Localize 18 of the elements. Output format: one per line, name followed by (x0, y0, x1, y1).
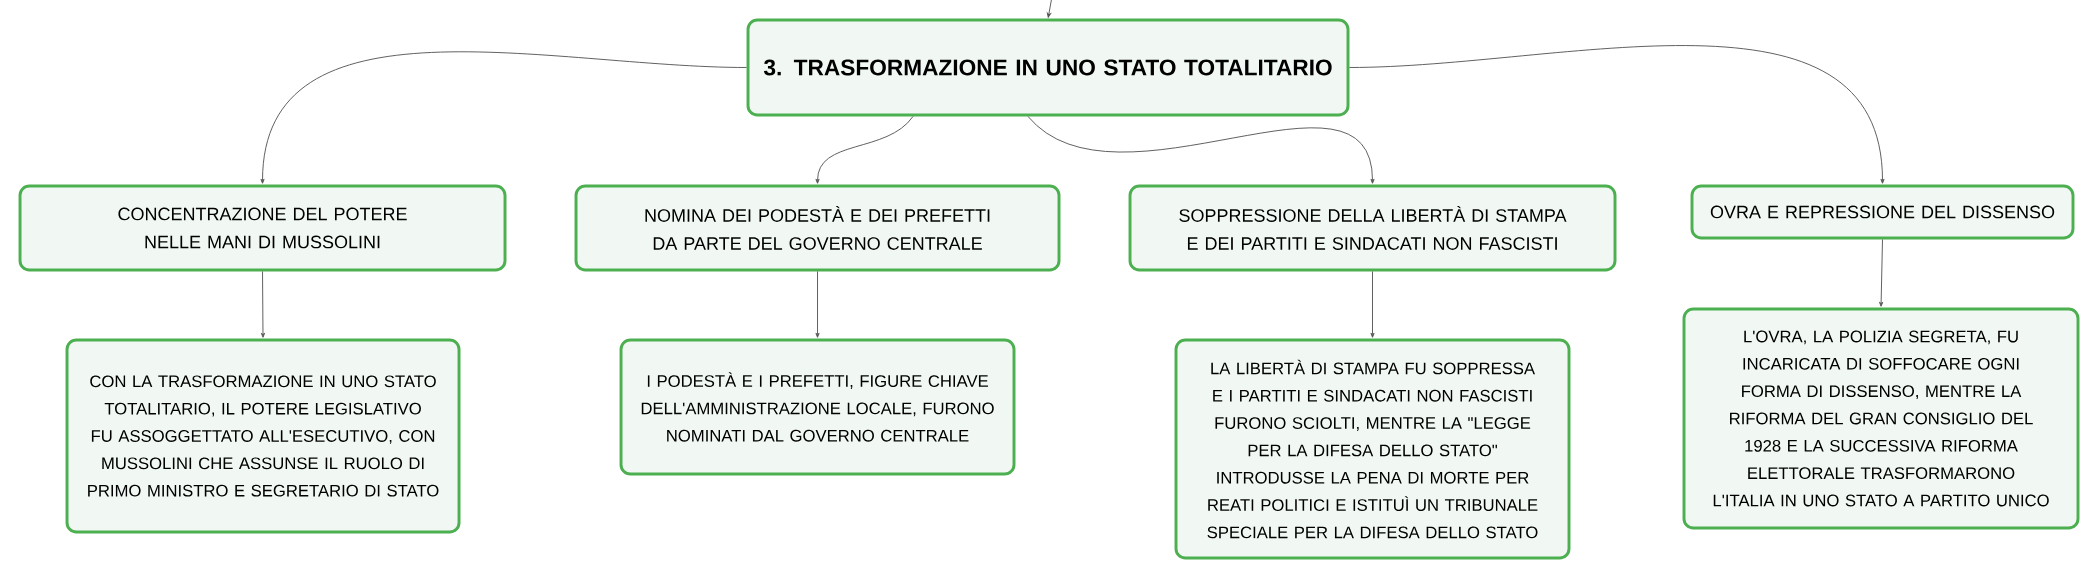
subtopic-box: NOMINA DEI PODESTÀ E DEI PREFETTI DA PARTE DEL GOVERNO CENTRALE (574, 184, 1061, 272)
arrow (815, 116, 914, 184)
arrow (260, 51, 747, 184)
arrow (1027, 116, 1375, 184)
detail-box: LA LIBERTÀ DI STAMPA FU SOPPRESSA E I PARTITI E SINDACATI NON FASCISTI FURONO SCIOLTI, MENTRE LA "LEGGE PER LA DIFESA DELLO STATO" INTRODUSSE LA PENA DI MORTE PER REATI POLITICI E ISTITUÌ UN TRIBUNALE SPECIALE PER LA DIFESA DELLO STATO (1174, 338, 1571, 560)
detail-box: CON LA TRASFORMAZIONE IN UNO STATO TOTALITARIO, IL POTERE LEGISLATIVO FU ASSOGGETTATO ALL'ESECUTIVO, CON MUSSOLINI CHE ASSUNSE IL RUOLO DI PRIMO MINISTRO E SEGRETARIO DI STATO (65, 338, 461, 534)
subtopic-box: CONCENTRAZIONE DEL POTERE NELLE MANI DI MUSSOLINI (18, 184, 507, 272)
arrow (815, 271, 820, 338)
subtopic-box: OVRA E REPRESSIONE DEL DISSENSO (1690, 184, 2075, 240)
arrow (1370, 271, 1375, 338)
detail-box: I PODESTÀ E I PREFETTI, FIGURE CHIAVE DELL'AMMINISTRAZIONE LOCALE, FURONO NOMINATI DAL GOVERNO CENTRALE (619, 338, 1016, 476)
arrow (1046, 0, 1053, 18)
arrow (1879, 239, 1884, 307)
subtopic-box: SOPPRESSIONE DELLA LIBERTÀ DI STAMPA E DEI PARTITI E SINDACATI NON FASCISTI (1128, 184, 1617, 272)
topic-box: 3. TRASFORMAZIONE IN UNO STATO TOTALITARIO (746, 18, 1350, 117)
detail-box: L'OVRA, LA POLIZIA SEGRETA, FU INCARICATA DI SOFFOCARE OGNI FORMA DI DISSENSO, MENTRE LA RIFORMA DEL GRAN CONSIGLIO DEL 1928 E LA SUCCESSIVA RIFORMA ELETTORALE TRASFORMARONO L'ITALIA IN UNO STATO A PARTITO UNICO (1682, 307, 2080, 530)
arrow (260, 271, 266, 338)
arrow (1349, 45, 1885, 184)
